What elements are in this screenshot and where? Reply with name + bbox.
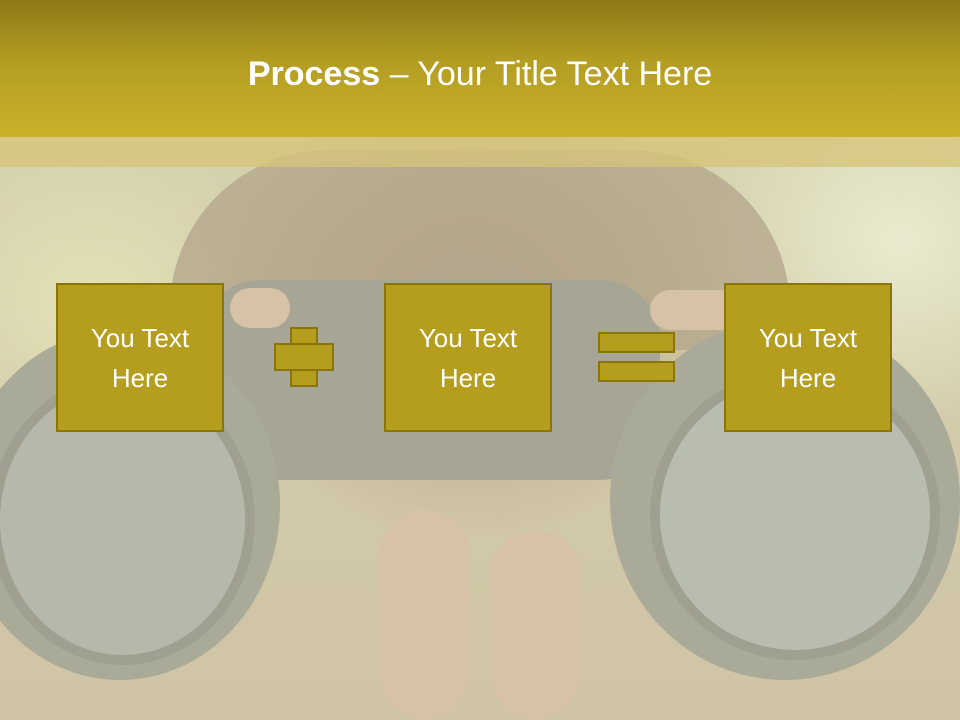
process-box-3[interactable]: You Text Here — [724, 283, 892, 432]
slide-title-bold: Process — [247, 55, 381, 93]
slide-title-rest: – Your Title Text Here — [380, 55, 713, 93]
equals-icon-bottom-bar — [598, 361, 675, 382]
photo-hand-bottom-right — [490, 530, 580, 720]
equals-icon-top-bar — [598, 332, 675, 353]
photo-hand-bottom-left — [380, 510, 470, 720]
title-strip — [0, 137, 960, 167]
process-box-1[interactable]: You Text Here — [56, 283, 224, 432]
slide-title[interactable]: Process – Your Title Text Here — [0, 52, 960, 96]
process-box-1-text: You Text Here — [90, 322, 190, 393]
plus-icon-center — [292, 345, 316, 369]
process-box-2[interactable]: You Text Here — [384, 283, 552, 432]
process-box-2-text: You Text Here — [418, 322, 518, 393]
title-band — [0, 0, 960, 137]
photo-hand-left — [230, 288, 290, 328]
process-box-3-text: You Text Here — [758, 322, 858, 393]
